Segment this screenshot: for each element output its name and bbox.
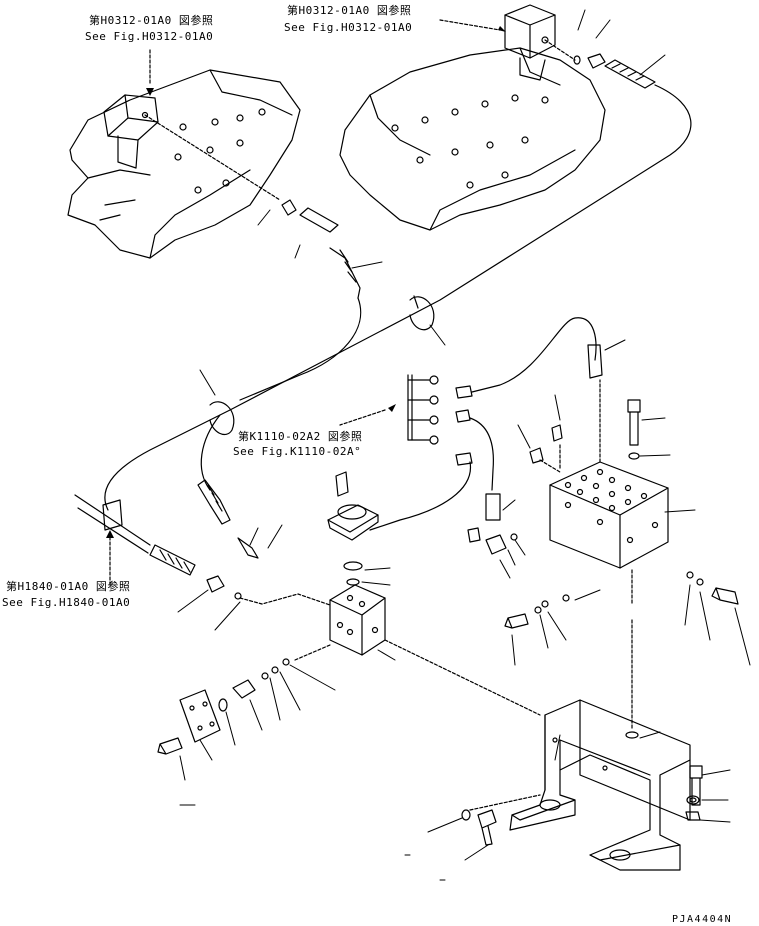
svg-text:See Fig.H0312-01A0: See Fig.H0312-01A0 (284, 21, 412, 34)
ref-h0312-left: 第H0312-01A0 図参照 See Fig.H0312-01A0 (85, 13, 213, 43)
top-right-fittings (574, 54, 655, 88)
svg-text:第H0312-01A0 図参照: 第H0312-01A0 図参照 (287, 3, 411, 17)
reference-leaders (110, 20, 500, 585)
center-fittings (468, 528, 517, 554)
lower-left-block (158, 585, 540, 754)
svg-text:第H0312-01A0 図参照: 第H0312-01A0 図参照 (89, 13, 213, 27)
callout-leaders (178, 10, 750, 880)
left-clip (75, 495, 150, 553)
ref-k1110: 第K1110-02A2 図参照 See Fig.K1110-02A° (233, 429, 362, 458)
right-solenoid-block (505, 5, 555, 58)
main-pipe (105, 85, 691, 510)
right-control-valve (340, 5, 605, 230)
drawing-code: PJA4404N (672, 914, 732, 925)
right-manifold-block (530, 380, 668, 730)
svg-text:See Fig.K1110-02A°: See Fig.K1110-02A° (233, 445, 361, 458)
ref-h0312-right: 第H0312-01A0 図参照 See Fig.H0312-01A0 (284, 3, 412, 34)
mounting-bracket (462, 700, 702, 870)
svg-text:See Fig.H1840-01A0: See Fig.H1840-01A0 (2, 596, 130, 609)
pressure-switch (328, 472, 378, 585)
left-control-valve (68, 70, 300, 258)
ref-h1840: 第H1840-01A0 図参照 See Fig.H1840-01A0 (2, 579, 130, 609)
svg-text:第H1840-01A0 図参照: 第H1840-01A0 図参照 (6, 579, 130, 593)
wiring-harness (370, 318, 602, 530)
middle-hose (198, 480, 258, 558)
right-bolts (505, 572, 738, 628)
lower-left-hose (150, 545, 241, 599)
svg-text:See Fig.H0312-01A0: See Fig.H0312-01A0 (85, 30, 213, 43)
svg-text:第K1110-02A2 図参照: 第K1110-02A2 図参照 (238, 429, 362, 443)
left-hose (240, 200, 361, 400)
arrowheads (106, 26, 506, 538)
